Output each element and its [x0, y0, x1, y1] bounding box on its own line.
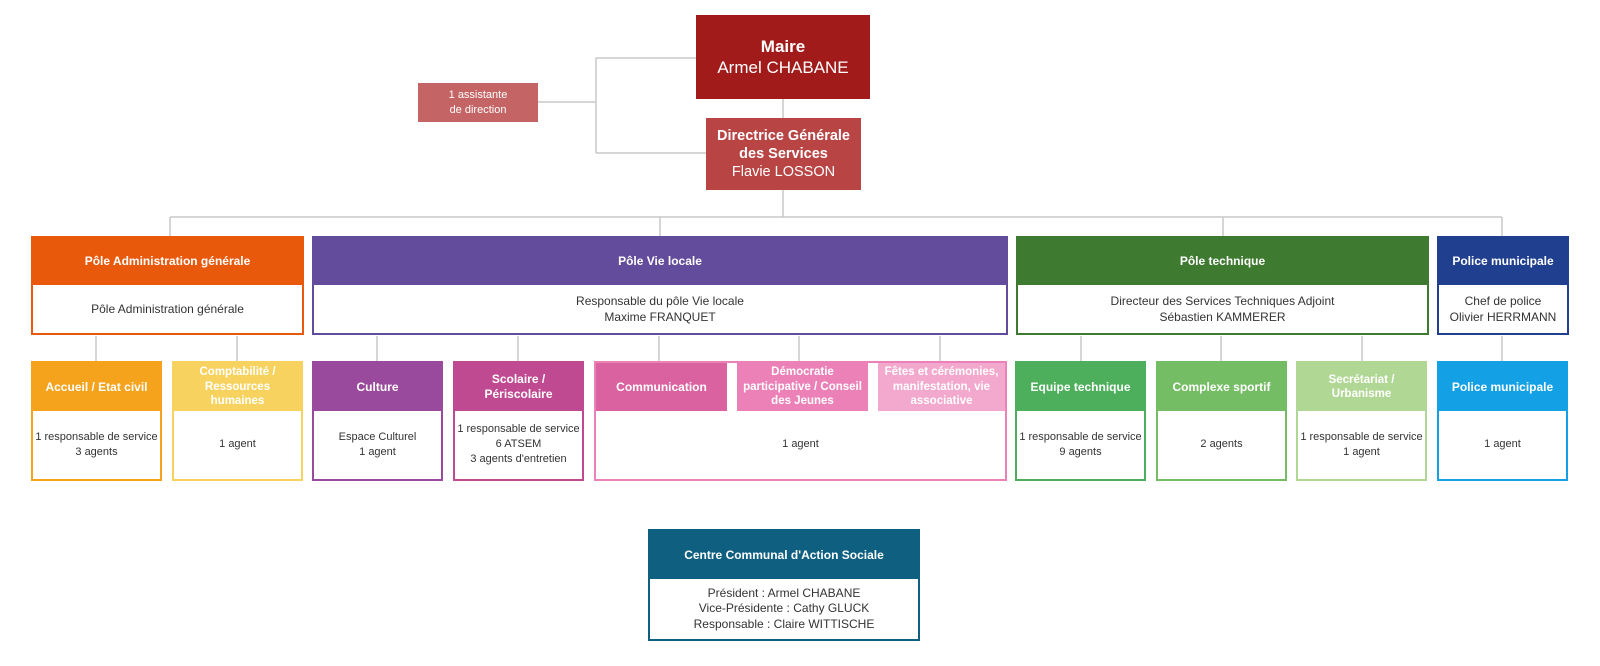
dgs-name: Flavie LOSSON: [731, 164, 836, 181]
service-vie-locale-group-card: Communication Démocratie participative /…: [594, 361, 1007, 481]
service-compta-title: Comptabilité / Ressources humaines: [174, 363, 301, 411]
service-complexe-body: 2 agents: [1158, 411, 1285, 478]
maire-title: Maire: [760, 36, 806, 56]
service-equipe-card: Equipe technique 1 responsable de servic…: [1015, 361, 1146, 481]
service-compta-body: 1 agent: [174, 411, 301, 478]
service-culture-line2: 1 agent: [359, 445, 396, 458]
pole-vie-locale-body: Responsable du pôle Vie locale Maxime FR…: [314, 285, 1006, 333]
service-police-body: 1 agent: [1439, 411, 1566, 478]
service-complexe-title: Complexe sportif: [1158, 363, 1285, 411]
service-accueil-card: Accueil / Etat civil 1 responsable de se…: [31, 361, 162, 481]
head-gap: [727, 363, 737, 411]
service-scolaire-line3: 3 agents d'entretien: [470, 452, 567, 465]
pole-technique-line2: Sébastien KAMMERER: [1159, 310, 1286, 324]
pole-administration-line1: Pôle Administration générale: [91, 301, 244, 316]
pole-administration-card: Pôle Administration générale Pôle Admini…: [31, 236, 304, 335]
service-scolaire-line1: 1 responsable de service: [457, 423, 580, 436]
pole-police-card: Police municipale Chef de police Olivier…: [1437, 236, 1569, 335]
service-accueil-line2: 3 agents: [75, 445, 118, 458]
pole-vie-locale-title: Pôle Vie locale: [314, 238, 1006, 285]
service-communication-title: Communication: [596, 363, 727, 411]
service-secretariat-line1: 1 responsable de service: [1300, 430, 1423, 443]
service-culture-title: Culture: [314, 363, 441, 411]
service-scolaire-card: Scolaire / Périscolaire 1 responsable de…: [453, 361, 584, 481]
assistante-box: 1 assistante de direction: [418, 83, 538, 122]
head-gap: [868, 363, 878, 411]
pole-administration-body: Pôle Administration générale: [33, 285, 302, 333]
service-culture-card: Culture Espace Culturel 1 agent: [312, 361, 443, 481]
service-culture-line1: Espace Culturel: [338, 430, 417, 443]
pole-technique-body: Directeur des Services Techniques Adjoin…: [1018, 285, 1427, 333]
service-vie-locale-body: 1 agent: [596, 411, 1005, 478]
pole-technique-line1: Directeur des Services Techniques Adjoin…: [1110, 293, 1335, 308]
service-secretariat-body: 1 responsable de service 1 agent: [1298, 411, 1425, 478]
service-accueil-body: 1 responsable de service 3 agents: [33, 411, 160, 478]
service-culture-body: Espace Culturel 1 agent: [314, 411, 441, 478]
pole-vie-locale-line2: Maxime FRANQUET: [604, 310, 716, 324]
pole-police-line1: Chef de police: [1464, 293, 1542, 308]
ccas-line1: Président : Armel CHABANE: [707, 585, 861, 600]
maire-name: Armel CHABANE: [717, 58, 849, 77]
pole-police-body: Chef de police Olivier HERRMANN: [1439, 285, 1567, 333]
assistante-line2: de direction: [449, 103, 507, 116]
service-secretariat-line2: 1 agent: [1343, 445, 1380, 458]
service-vie-locale-heads: Communication Démocratie participative /…: [596, 363, 1005, 411]
ccas-line2: Vice-Présidente : Cathy GLUCK: [698, 601, 870, 616]
dgs-title-line2: des Services: [739, 145, 828, 162]
service-accueil-line1: 1 responsable de service: [35, 430, 158, 443]
maire-box: Maire Armel CHABANE: [696, 15, 870, 99]
service-scolaire-title: Scolaire / Périscolaire: [455, 363, 582, 411]
service-scolaire-line2: 6 ATSEM: [495, 438, 542, 451]
pole-technique-title: Pôle technique: [1018, 238, 1427, 285]
assistante-line1: 1 assistante: [448, 89, 508, 102]
service-fetes-title: Fêtes et cérémonies, manifestation, vie …: [878, 363, 1005, 411]
dgs-box: Directrice Générale des Services Flavie …: [706, 118, 861, 190]
service-secretariat-card: Secrétariat / Urbanisme 1 responsable de…: [1296, 361, 1427, 481]
pole-vie-locale-card: Pôle Vie locale Responsable du pôle Vie …: [312, 236, 1008, 335]
service-compta-card: Comptabilité / Ressources humaines 1 age…: [172, 361, 303, 481]
pole-technique-card: Pôle technique Directeur des Services Te…: [1016, 236, 1429, 335]
service-vie-locale-line1: 1 agent: [782, 438, 819, 451]
pole-administration-title: Pôle Administration générale: [33, 238, 302, 285]
ccas-line3: Responsable : Claire WITTISCHE: [693, 616, 875, 631]
service-equipe-title: Equipe technique: [1017, 363, 1144, 411]
service-accueil-title: Accueil / Etat civil: [33, 363, 160, 411]
service-complexe-card: Complexe sportif 2 agents: [1156, 361, 1287, 481]
pole-police-title: Police municipale: [1439, 238, 1567, 285]
ccas-card: Centre Communal d'Action Sociale Préside…: [648, 529, 920, 641]
ccas-title: Centre Communal d'Action Sociale: [650, 531, 918, 579]
service-compta-line1: 1 agent: [219, 438, 256, 451]
pole-vie-locale-line1: Responsable du pôle Vie locale: [576, 293, 744, 308]
service-equipe-line2: 9 agents: [1059, 445, 1102, 458]
dgs-title-line1: Directrice Générale: [717, 127, 850, 144]
service-police-card: Police municipale 1 agent: [1437, 361, 1568, 481]
service-equipe-line1: 1 responsable de service: [1019, 430, 1142, 443]
service-equipe-body: 1 responsable de service 9 agents: [1017, 411, 1144, 478]
ccas-body: Président : Armel CHABANE Vice-Président…: [650, 579, 918, 639]
service-democratie-title: Démocratie participative / Conseil des J…: [737, 363, 868, 411]
service-secretariat-title: Secrétariat / Urbanisme: [1298, 363, 1425, 411]
service-complexe-line1: 2 agents: [1200, 438, 1243, 451]
service-police-line1: 1 agent: [1484, 438, 1521, 451]
service-police-title: Police municipale: [1439, 363, 1566, 411]
pole-police-line2: Olivier HERRMANN: [1449, 310, 1557, 324]
service-scolaire-body: 1 responsable de service 6 ATSEM 3 agent…: [455, 411, 582, 478]
